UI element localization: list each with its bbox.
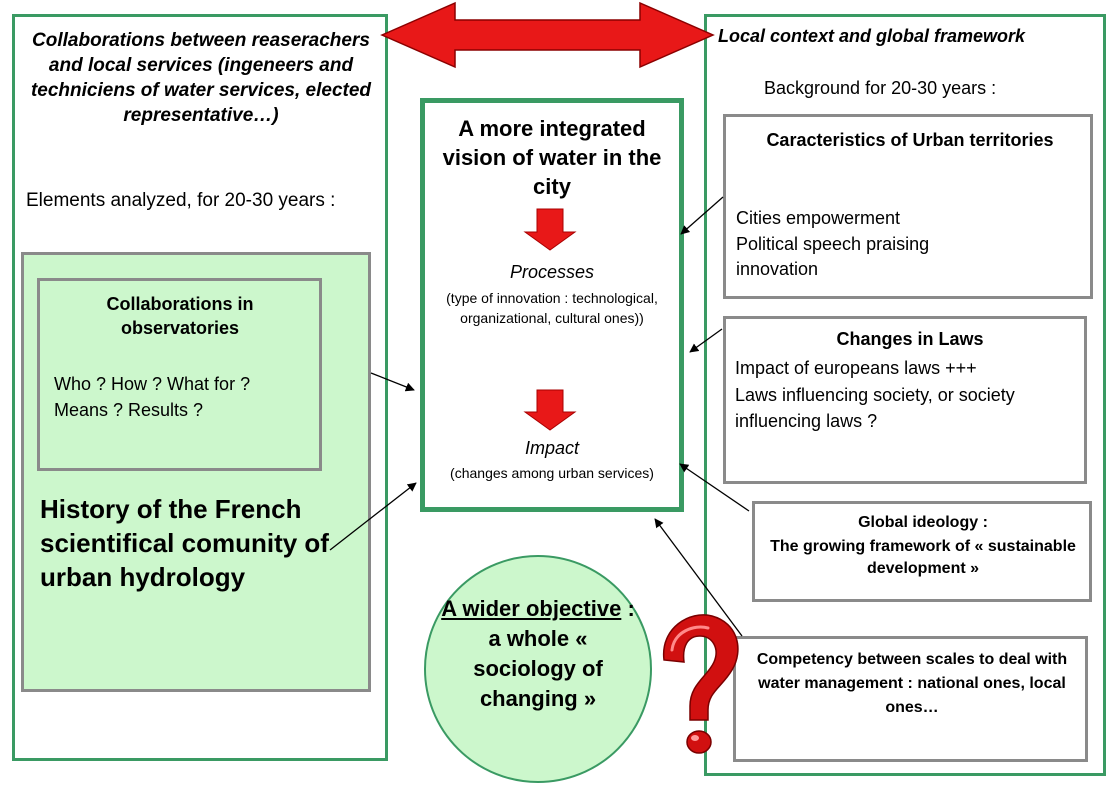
collab-observatories-title: Collaborations in observatories [106, 294, 254, 338]
collab-questions-line2: Means ? Results ? [54, 400, 204, 420]
connector-arrow [679, 463, 750, 512]
laws-line1: Impact of europeans laws +++ [735, 358, 977, 378]
wider-objective-underlined: A wider objective [441, 596, 622, 621]
ideology-line2: The growing framework of « sustainable d… [770, 538, 1076, 577]
processes-title: Processes [509, 262, 595, 282]
right-panel [704, 14, 1106, 776]
connector-arrow [654, 518, 743, 637]
ideology-box [752, 501, 1092, 602]
down-arrow-icon [523, 208, 577, 251]
double-arrow-icon [380, 1, 715, 69]
right-panel-title: Local context and global framework [718, 26, 1026, 46]
urban-territories-title: Caracteristics of Urban territories [766, 130, 1054, 150]
competency-text: Competency between scales to deal with w… [756, 651, 1068, 716]
connector-arrow [680, 196, 724, 235]
wider-objective-rest: : a whole « sociology of changing » [473, 596, 635, 711]
laws-line2: Laws influencing society, or society inf… [735, 385, 1015, 431]
laws-box [723, 316, 1087, 484]
wider-objective-text: A wider objective : a whole « sociology … [440, 594, 636, 714]
background-text: Background for 20-30 years : [764, 78, 997, 98]
ideology-title: Global ideology : [858, 514, 988, 531]
elements-analyzed-text: Elements analyzed, for 20-30 years : [26, 190, 336, 211]
left-panel [12, 14, 388, 761]
urban-line1: Cities empowerment [736, 208, 901, 228]
processes-desc: (type of innovation : technological, org… [446, 290, 658, 326]
center-box [420, 98, 684, 512]
competency-box [733, 636, 1088, 762]
collab-observatories-box [37, 278, 322, 471]
impact-title: Impact [524, 438, 580, 458]
connector-arrow [689, 328, 723, 353]
wider-objective-circle [424, 555, 652, 783]
question-mark-icon [663, 614, 739, 754]
impact-desc: (changes among urban services) [450, 465, 654, 481]
center-title: A more integrated vision of water in the… [442, 116, 662, 199]
down-arrow-icon [523, 389, 577, 431]
connector-arrow [329, 482, 417, 551]
left-panel-title: Collaborations between reaserachers and … [30, 30, 372, 126]
connector-arrow [370, 372, 415, 392]
collab-questions-line1: Who ? How ? What for ? [54, 374, 251, 394]
laws-title: Changes in Laws [836, 329, 984, 349]
urban-line2: Political speech praising innovation [736, 234, 930, 279]
urban-territories-box [723, 114, 1093, 299]
history-title: History of the French scientifical comun… [40, 494, 329, 592]
